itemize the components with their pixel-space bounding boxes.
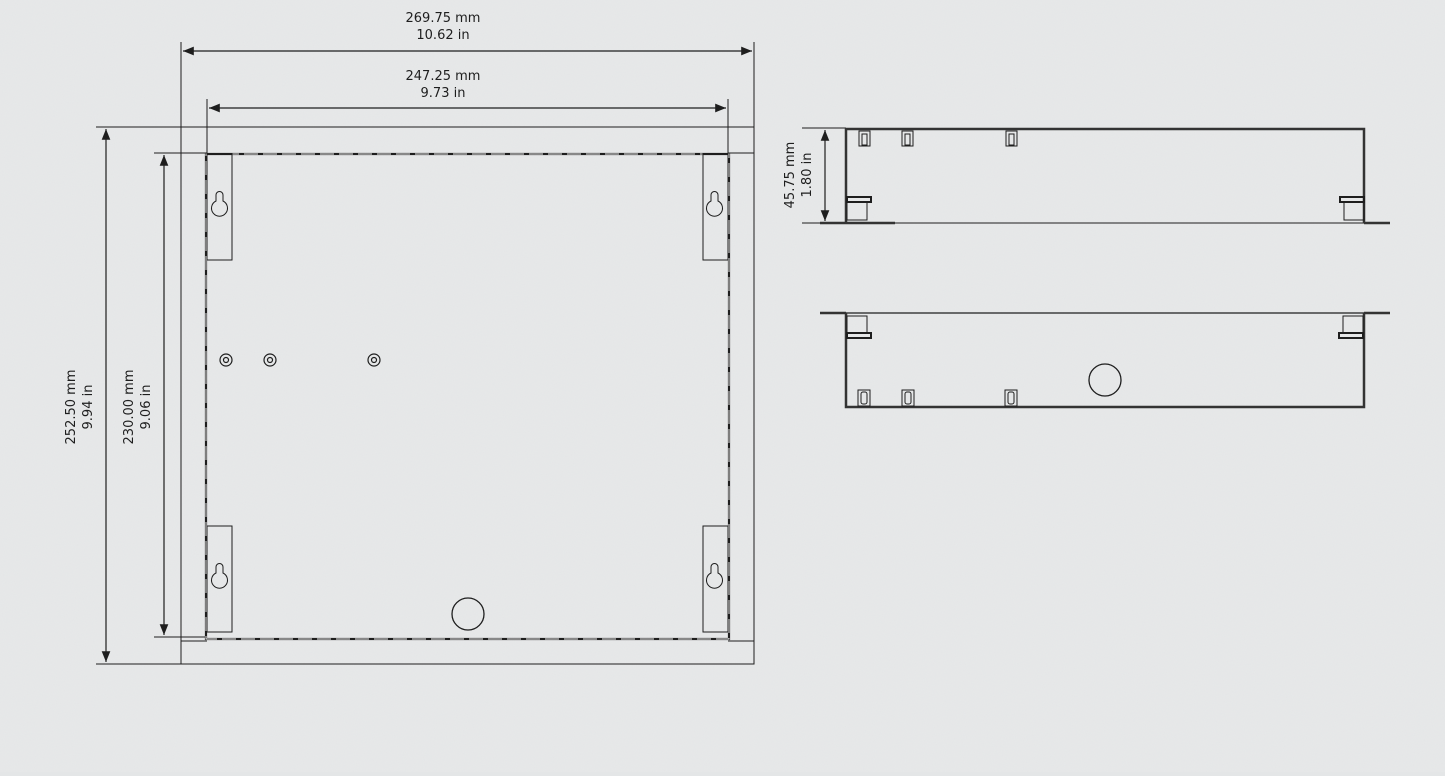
depth-label: 45.75 mm 1.80 in	[783, 142, 815, 209]
cable-knockout-front	[451, 597, 485, 631]
outer-frame	[180, 126, 755, 665]
keyhole-bracket-top-left	[206, 153, 233, 261]
clip-3	[1005, 130, 1018, 147]
inner-width-in: 9.73 in	[421, 86, 466, 101]
overall-height-in: 9.94 in	[81, 385, 96, 430]
inner-height-in: 9.06 in	[139, 385, 154, 430]
front-view-labels: 269.75 mm 10.62 in 247.25 mm 9.73 in 252…	[64, 11, 480, 444]
clip-2	[901, 130, 914, 147]
foot-right	[1339, 196, 1365, 221]
mounting-hole-1	[219, 353, 233, 367]
overall-width-in: 10.62 in	[416, 28, 469, 43]
clip-5	[901, 389, 915, 407]
inner-width-mm: 247.25 mm	[406, 69, 481, 84]
keyhole-bracket-bottom-left	[206, 525, 233, 633]
keyhole-bracket-top-right	[702, 153, 729, 261]
clip-6	[1004, 389, 1018, 407]
inner-box	[204, 152, 731, 641]
side-view-top	[802, 127, 1390, 225]
side-view-bottom	[820, 311, 1390, 409]
inner-height-mm: 230.00 mm	[122, 370, 137, 445]
foot-left-bottom	[846, 315, 872, 339]
front-view	[96, 42, 755, 665]
clip-4	[857, 389, 871, 407]
overall-height-mm: 252.50 mm	[64, 370, 79, 445]
dimension-depth	[802, 127, 1390, 224]
depth-mm: 45.75 mm	[783, 142, 798, 209]
mounting-hole-3	[367, 353, 381, 367]
clip-1	[858, 130, 871, 147]
cable-knockout-side	[1088, 363, 1122, 397]
foot-left	[846, 196, 872, 221]
dimension-overall-height	[96, 126, 181, 665]
depth-in: 1.80 in	[800, 153, 815, 198]
mounting-hole-2	[263, 353, 277, 367]
overall-width-mm: 269.75 mm	[406, 11, 481, 26]
foot-right-bottom	[1338, 315, 1364, 339]
keyhole-bracket-bottom-right	[702, 525, 729, 633]
